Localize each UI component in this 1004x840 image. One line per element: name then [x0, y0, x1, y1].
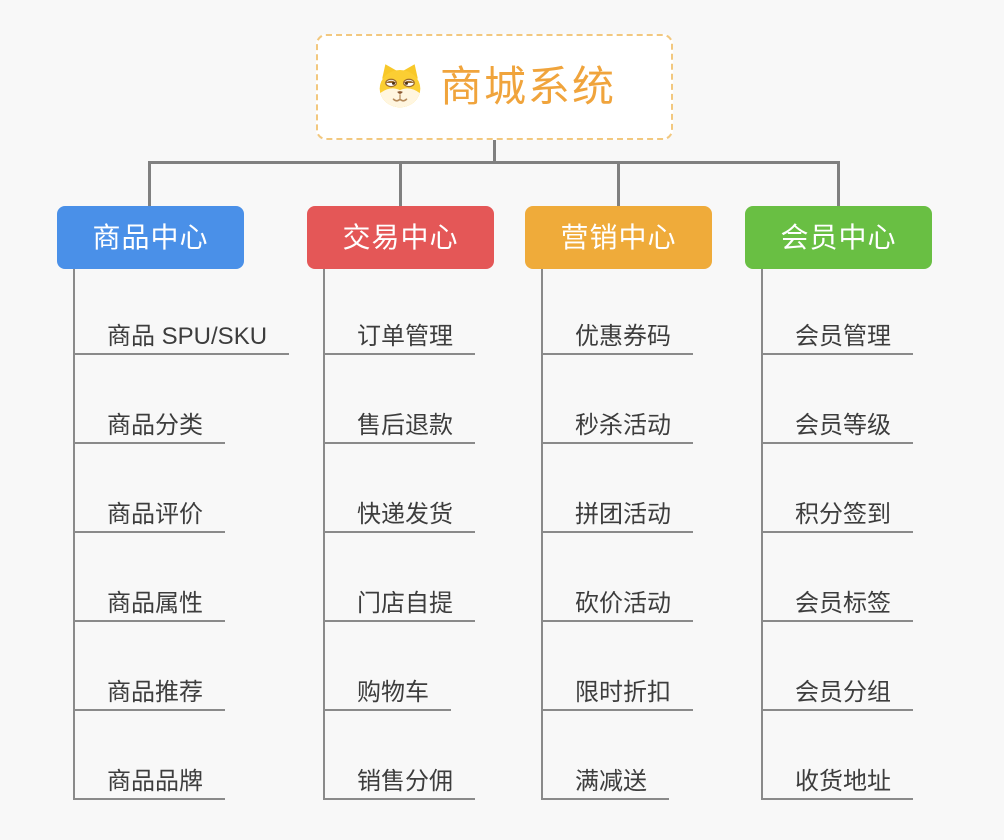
subtopic-item[interactable]: 商品分类 [73, 412, 225, 444]
subtopic-item[interactable]: 优惠券码 [541, 323, 693, 355]
connector-bus-line [148, 161, 840, 164]
branch-topic-product[interactable]: 商品中心 [57, 206, 244, 269]
subtopic-item[interactable]: 商品评价 [73, 501, 225, 533]
branch-topic-label: 交易中心 [342, 221, 459, 253]
subtopic-item[interactable]: 秒杀活动 [541, 412, 693, 444]
subtopic-item[interactable]: 砍价活动 [541, 590, 693, 622]
subtopic-item[interactable]: 商品品牌 [73, 768, 225, 800]
subtopic-item[interactable]: 会员等级 [761, 412, 913, 444]
subtopic-item[interactable]: 收货地址 [761, 768, 913, 800]
subtopic-item[interactable]: 拼团活动 [541, 501, 693, 533]
root-topic-label: 商城系统 [439, 63, 616, 110]
branch-topic-member[interactable]: 会员中心 [745, 206, 932, 269]
branch-member-center: 会员中心 会员管理 会员等级 积分签到 会员标签 会员分组 收货地址 [745, 0, 995, 840]
branch-topic-label: 商品中心 [92, 221, 209, 253]
subtopic-item[interactable]: 售后退款 [323, 412, 475, 444]
subtopic-item[interactable]: 限时折扣 [541, 679, 693, 711]
subtopic-item[interactable]: 商品推荐 [73, 679, 225, 711]
subtopic-item[interactable]: 积分签到 [761, 501, 913, 533]
subtopic-item[interactable]: 门店自提 [323, 590, 475, 622]
subtopic-item[interactable]: 会员标签 [761, 590, 913, 622]
branch-spine-line [541, 269, 543, 800]
subtopic-item[interactable]: 商品 SPU/SKU [73, 323, 290, 355]
branch-topic-trade[interactable]: 交易中心 [307, 206, 494, 269]
connector-drop-marketing [617, 161, 620, 207]
subtopic-item[interactable]: 购物车 [323, 679, 451, 711]
connector-drop-product [148, 161, 151, 207]
connector-root-stub [493, 139, 496, 164]
branch-spine-line [761, 269, 763, 800]
shiba-dog-icon [373, 61, 427, 113]
branch-spine-line [73, 269, 75, 800]
subtopic-item[interactable]: 快递发货 [323, 501, 475, 533]
subtopic-item[interactable]: 会员分组 [761, 679, 913, 711]
branch-product-center: 商品中心 商品 SPU/SKU 商品分类 商品评价 商品属性 商品推荐 商品品牌 [57, 0, 307, 840]
subtopic-item[interactable]: 商品属性 [73, 590, 225, 622]
subtopic-item[interactable]: 会员管理 [761, 323, 913, 355]
branch-topic-marketing[interactable]: 营销中心 [525, 206, 712, 269]
root-topic[interactable]: 商城系统 [316, 34, 673, 140]
branch-topic-label: 会员中心 [780, 221, 897, 253]
subtopic-item[interactable]: 销售分佣 [323, 768, 475, 800]
branch-spine-line [323, 269, 325, 800]
connector-drop-member [837, 161, 840, 207]
branch-trade-center: 交易中心 订单管理 售后退款 快递发货 门店自提 购物车 销售分佣 [307, 0, 557, 840]
subtopic-item[interactable]: 订单管理 [323, 323, 475, 355]
branch-topic-label: 营销中心 [560, 221, 677, 253]
subtopic-item[interactable]: 满减送 [541, 768, 669, 800]
branch-marketing-center: 营销中心 优惠券码 秒杀活动 拼团活动 砍价活动 限时折扣 满减送 [525, 0, 775, 840]
connector-drop-trade [399, 161, 402, 207]
